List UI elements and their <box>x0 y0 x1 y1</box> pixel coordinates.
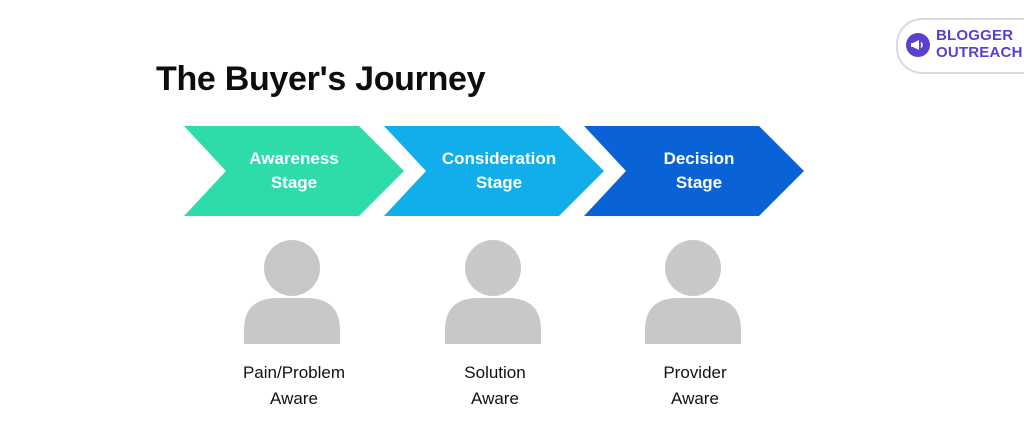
persona-label-line1: Solution <box>464 363 526 382</box>
persona-label-line1: Provider <box>663 363 727 382</box>
stage-label-line2: Stage <box>270 173 318 192</box>
persona-label-line2: Aware <box>471 389 519 408</box>
persona-label-line2: Aware <box>671 389 719 408</box>
stage-chevron-awareness <box>184 126 404 216</box>
person-icon <box>244 240 340 344</box>
persona-label-line2: Aware <box>270 389 318 408</box>
persona-label-solution: Solution Aware <box>405 360 585 412</box>
stage-chevron-decision <box>584 126 804 216</box>
persona-label-line1: Pain/Problem <box>242 363 346 382</box>
person-icon <box>445 240 541 344</box>
stage-label-line1: Awareness <box>249 149 339 168</box>
stage-label-awareness: Awareness Stage <box>199 126 389 216</box>
stage-label-decision: Decision Stage <box>604 126 794 216</box>
stage-chevron-consideration <box>384 126 604 216</box>
stage-label-consideration: Consideration Stage <box>404 126 594 216</box>
page-title: The Buyer's Journey <box>156 60 486 98</box>
stage-label-line2: Stage <box>675 173 723 192</box>
person-icon <box>645 240 741 344</box>
persona-label-provider: Provider Aware <box>605 360 785 412</box>
stage-label-line2: Stage <box>475 173 523 192</box>
stage-label-line1: Decision <box>663 149 735 168</box>
stage-label-line1: Consideration <box>441 149 557 168</box>
logo-text-line2: OUTREACH <box>936 44 1023 61</box>
logo-text-line1: BLOGGER <box>936 27 1014 44</box>
persona-label-pain-problem: Pain/Problem Aware <box>204 360 384 412</box>
blogger-outreach-logo: BLOGGER OUTREACH <box>896 18 1024 74</box>
megaphone-icon <box>906 33 930 57</box>
